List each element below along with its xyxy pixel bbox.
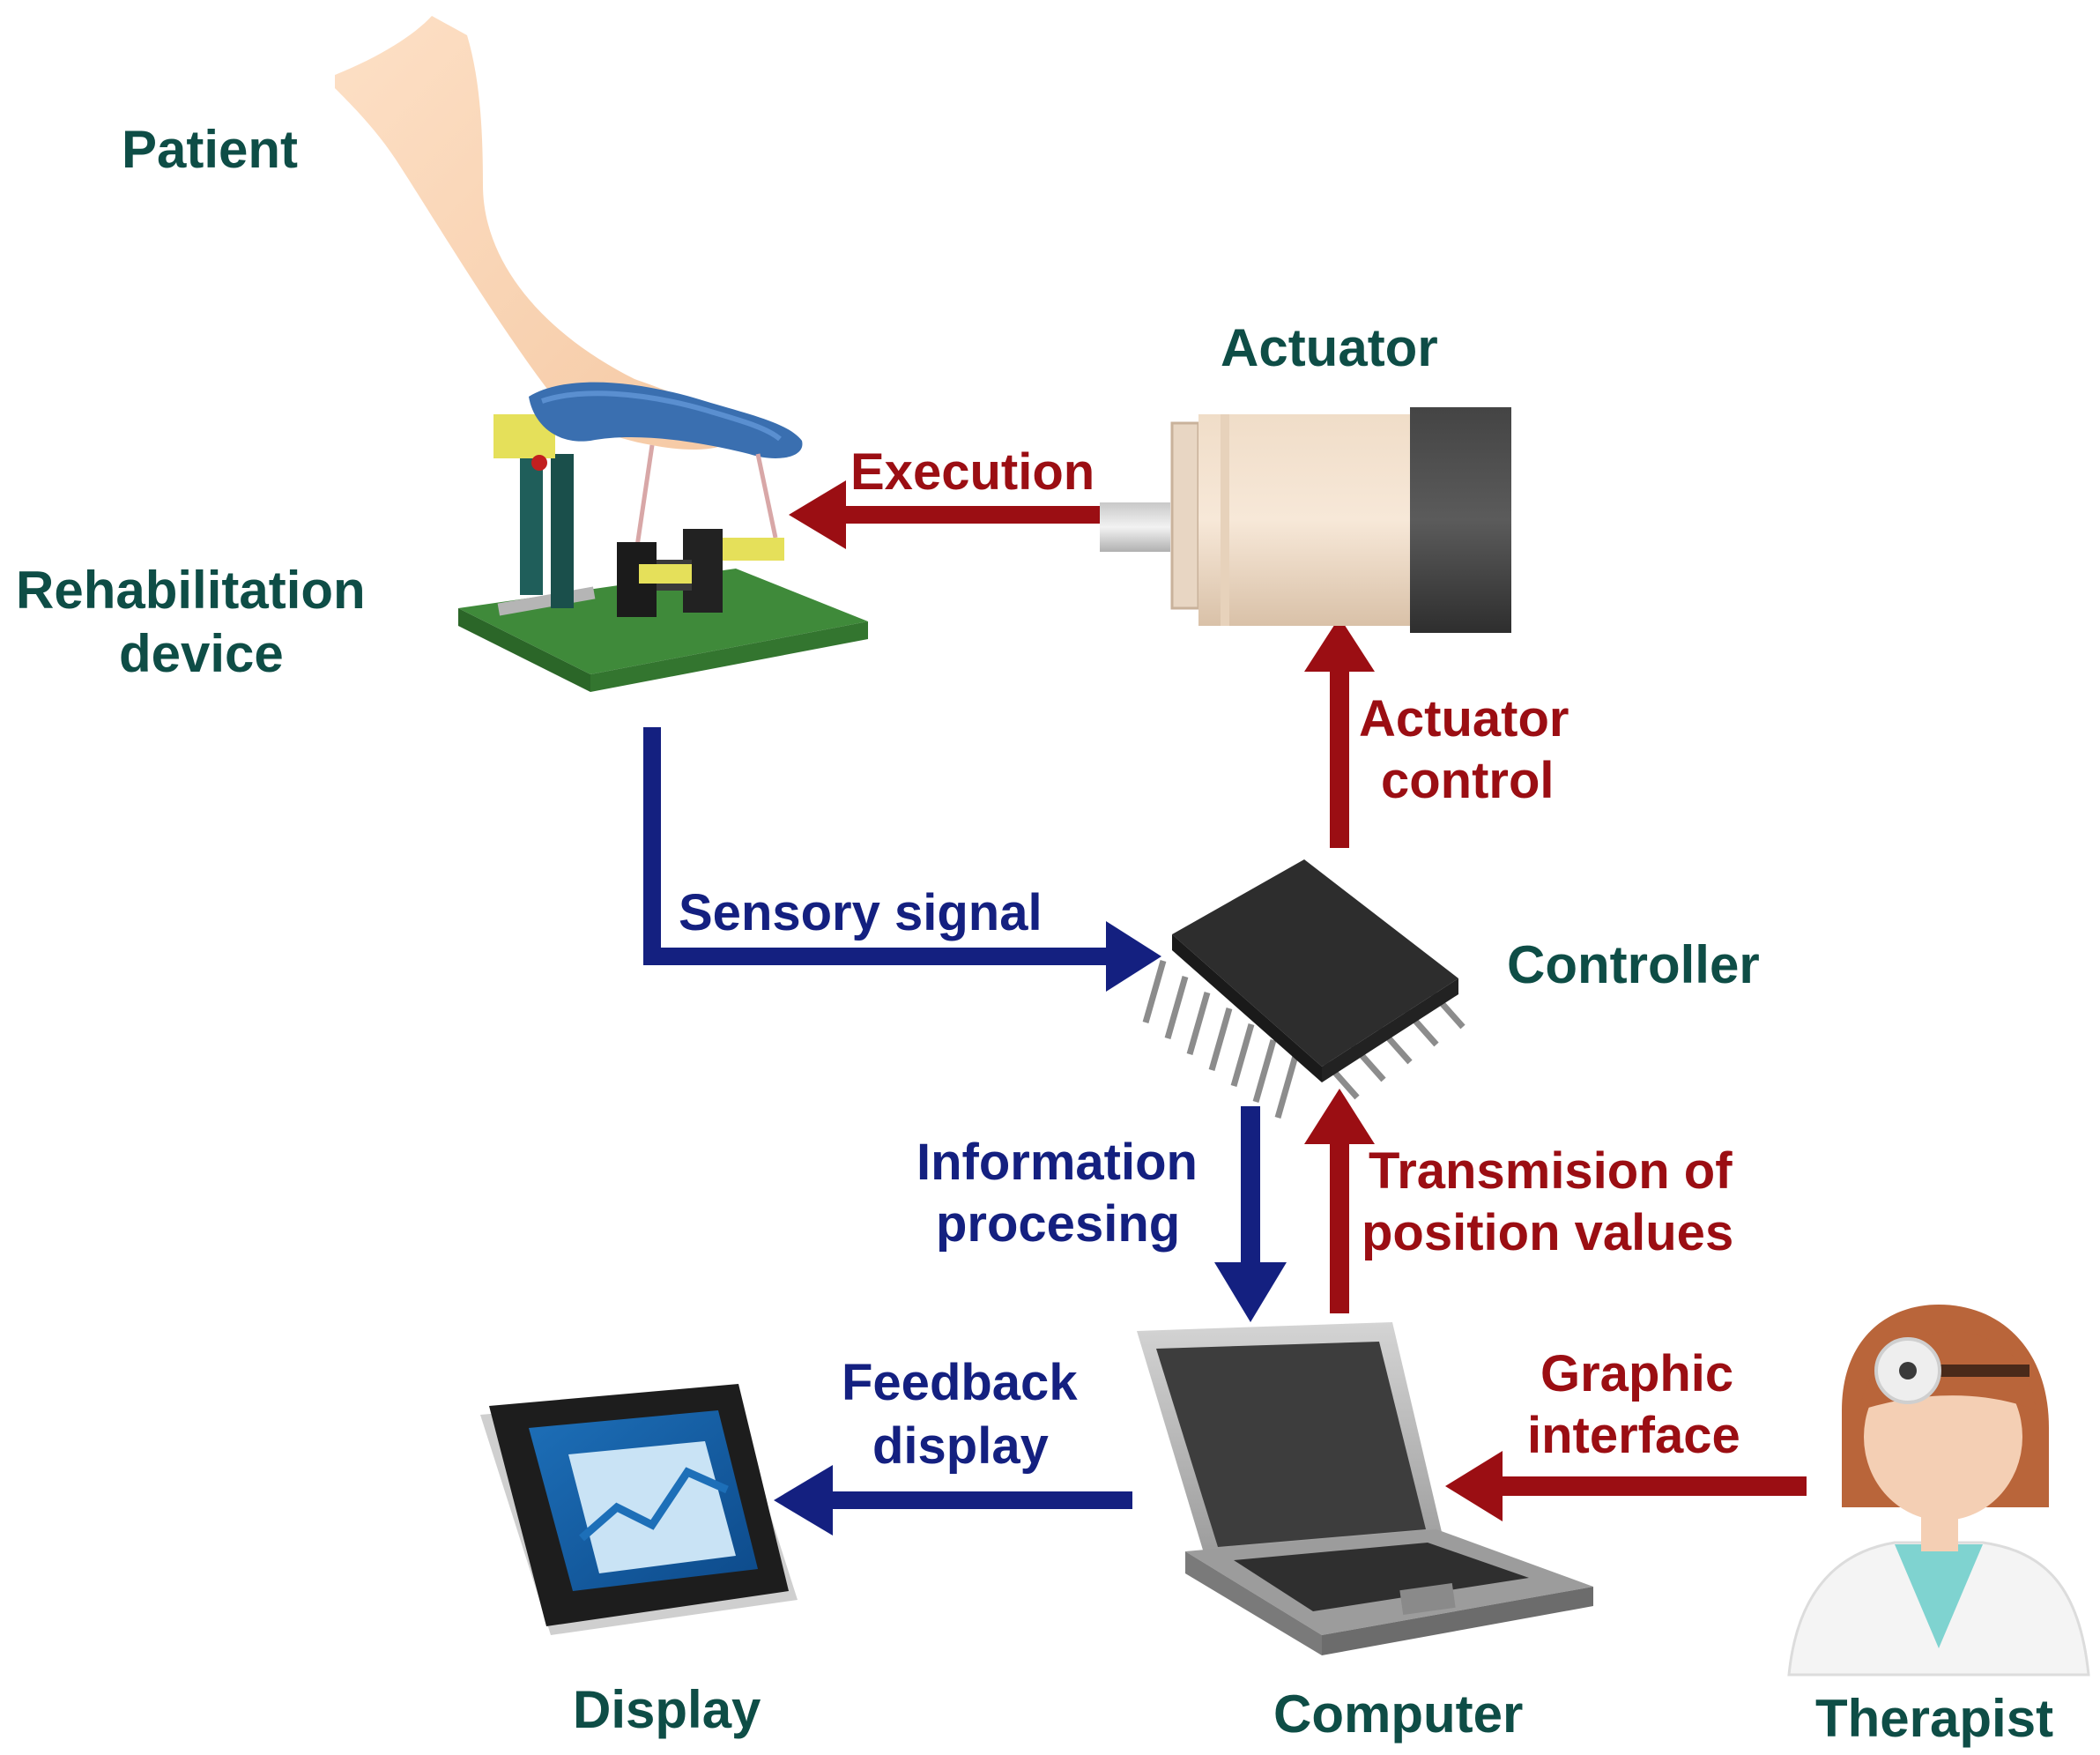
foot-icon: [335, 16, 736, 450]
therapist-icon: [1787, 1305, 2090, 1677]
patient-label: Patient: [122, 120, 298, 179]
actuator-motor-icon: [1100, 407, 1511, 633]
therapist-label: Therapist: [1815, 1689, 2053, 1748]
sensory-signal-arrow: [643, 727, 1161, 992]
rehabilitation-device-label-line2: device: [119, 624, 284, 683]
feedback-display-arrow: [774, 1465, 1132, 1536]
laptop-icon: [1137, 1322, 1593, 1655]
actuator-control-label-line1: Actuator: [1359, 690, 1569, 747]
information-processing-label-line1: Information: [916, 1134, 1198, 1191]
actuator-control-label-line2: control: [1381, 752, 1555, 809]
rehabilitation-device-label-line1: Rehabilitation: [16, 561, 366, 620]
feedback-display-label-line2: display: [872, 1417, 1049, 1475]
tablet-display-icon: [480, 1384, 798, 1635]
transmission-label-line2: position values: [1362, 1204, 1733, 1261]
transmission-arrow: [1304, 1089, 1375, 1313]
information-processing-label-line2: procesing: [936, 1195, 1180, 1253]
display-label: Display: [573, 1680, 761, 1739]
rehabilitation-device-icon: [458, 382, 868, 692]
execution-label: Execution: [850, 443, 1095, 501]
controller-label: Controller: [1507, 935, 1760, 994]
graphic-interface-arrow: [1445, 1451, 1807, 1521]
actuator-control-arrow: [1304, 617, 1375, 848]
feedback-display-label-line1: Feedback: [842, 1354, 1078, 1411]
actuator-label: Actuator: [1221, 318, 1438, 377]
execution-arrow: [789, 480, 1110, 549]
graphic-interface-label-line1: Graphic: [1540, 1345, 1733, 1402]
microcontroller-chip-icon: [1142, 859, 1466, 1119]
transmission-label-line1: Transmision of: [1369, 1142, 1733, 1200]
information-processing-arrow: [1214, 1106, 1287, 1322]
sensory-signal-label: Sensory signal: [679, 884, 1043, 941]
graphic-interface-label-line2: interface: [1527, 1407, 1740, 1464]
computer-label: Computer: [1273, 1684, 1523, 1744]
